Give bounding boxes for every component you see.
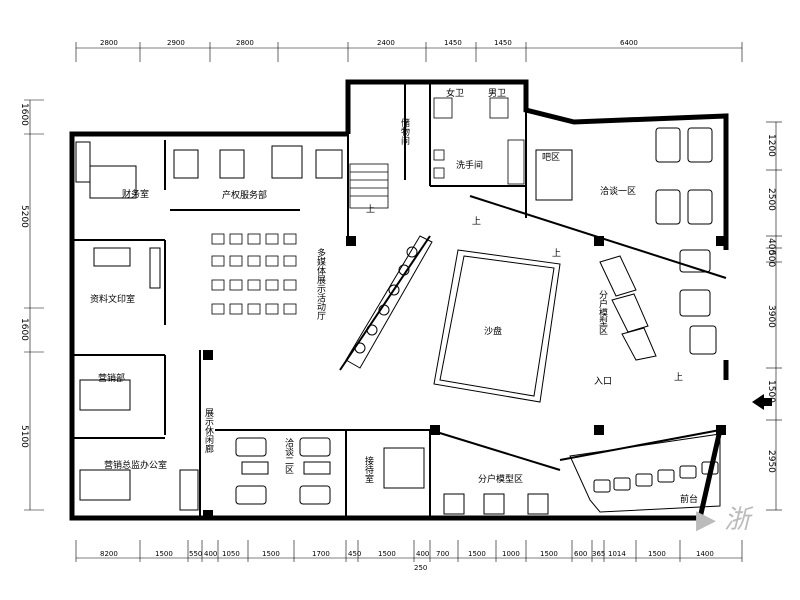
dim-label: 700	[436, 550, 449, 558]
bar-counter	[345, 235, 433, 369]
room-label-unit-model: 分户模型区	[597, 290, 608, 335]
dim-label: 1700	[312, 550, 330, 558]
right-dimension-labels: 1200 2500 400 500 3900 1500 2950	[766, 134, 776, 473]
up-mark: 上	[472, 216, 481, 227]
dim-label: 1500	[262, 550, 280, 558]
up-mark: 上	[674, 372, 683, 383]
dim-label: 1500	[648, 550, 666, 558]
bottom-dimension-labels: 8200 1500 550 400 1050 1500 1700 450 150…	[100, 550, 714, 572]
dim-label: 1014	[608, 550, 626, 558]
room-label-female-wc: 女卫	[446, 87, 464, 99]
exhibit-seats	[211, 233, 297, 315]
dim-label: 2900	[167, 39, 185, 47]
interior-walls	[72, 82, 727, 518]
dim-label: 400	[766, 238, 776, 255]
negotiation2-sofas	[235, 437, 331, 505]
room-label-archive: 资料文印室	[90, 293, 135, 305]
dim-label: 365	[592, 550, 605, 558]
watermark-logo: ▶ 浙	[696, 505, 754, 535]
top-dimension-line	[75, 42, 743, 62]
dim-label: 1600	[19, 318, 29, 341]
dim-label: 8200	[100, 550, 118, 558]
room-label-entrance: 入口	[594, 376, 612, 387]
dim-label: 2950	[766, 450, 776, 473]
room-label-negotiate1: 洽谈一区	[600, 185, 636, 197]
dim-label: 1050	[222, 550, 240, 558]
room-label-finance: 财务室	[122, 188, 149, 200]
dim-label: 450	[348, 550, 361, 558]
sand-table	[433, 249, 561, 403]
dim-label: 500	[766, 250, 776, 267]
room-label-exhibit: 多媒体展示活动厅	[315, 247, 326, 320]
dim-label: 2400	[377, 39, 395, 47]
room-label-unit-model2: 分户模型区	[478, 473, 523, 485]
dim-label: 1600	[19, 103, 29, 126]
dim-label: 1200	[766, 134, 776, 157]
dim-label: 1500	[155, 550, 173, 558]
negotiation-sofas	[655, 127, 717, 355]
stairs	[349, 163, 389, 209]
dim-label: 2500	[766, 188, 776, 211]
columns	[203, 236, 726, 520]
dim-label: 5100	[19, 425, 29, 448]
dim-label: 6400	[620, 39, 638, 47]
dim-label: 400	[204, 550, 217, 558]
dim-label: 1000	[502, 550, 520, 558]
bottom-dimension-line	[75, 540, 743, 562]
dim-label: 250	[414, 564, 427, 572]
dim-label: 3900	[766, 305, 776, 328]
room-label-sales-gm: 营销总监办公室	[104, 459, 167, 471]
room-label-front-desk: 前台	[680, 493, 698, 505]
dim-label: 600	[574, 550, 587, 558]
room-label-negotiate2: 洽谈二区	[283, 437, 294, 474]
stairs-up-label: 上	[366, 204, 375, 215]
room-label-bar: 吧区	[542, 152, 560, 163]
office-desks	[75, 141, 573, 511]
room-label-sales: 营销部	[98, 372, 125, 384]
room-label-tech: 产权服务部	[222, 189, 267, 201]
entrance-arrow-icon	[752, 394, 772, 410]
dim-label: 1500	[766, 380, 776, 403]
dim-label: 1500	[540, 550, 558, 558]
dim-label: 1400	[696, 550, 714, 558]
dim-label: 400	[416, 550, 429, 558]
room-label-sandtable: 沙盘	[484, 325, 502, 337]
right-dimension-line	[766, 121, 782, 511]
dim-label: 1500	[378, 550, 396, 558]
room-label-male-wc: 男卫	[488, 88, 506, 99]
model-blocks	[443, 255, 657, 515]
toilet-fixtures	[433, 97, 525, 185]
exterior-walls	[69, 79, 729, 521]
dim-label: 2800	[100, 39, 118, 47]
dim-label: 1450	[444, 39, 462, 47]
room-label-corridor: 展示休闲廊	[203, 408, 214, 454]
dim-label: 1500	[468, 550, 486, 558]
left-dimension-labels: 1600 5200 1600 5100	[19, 103, 29, 448]
room-label-storage: 储物间	[399, 117, 410, 146]
top-dimension-labels: 2800 2900 2800 2400 1450 1450 6400	[100, 39, 638, 47]
room-label-wash: 洗手间	[456, 159, 483, 171]
left-dimension-line	[24, 99, 44, 511]
dim-label: 550	[189, 550, 202, 558]
up-mark: 上	[552, 248, 561, 259]
room-labels: 财务室 产权服务部 资料文印室 营销部 营销总监办公室 储物间 女卫 男卫 洗手…	[90, 87, 698, 505]
front-desk	[569, 433, 721, 513]
dim-label: 2800	[236, 39, 254, 47]
room-label-reception: 接待室	[363, 455, 374, 483]
dim-label: 1450	[494, 39, 512, 47]
dim-label: 5200	[19, 205, 29, 228]
